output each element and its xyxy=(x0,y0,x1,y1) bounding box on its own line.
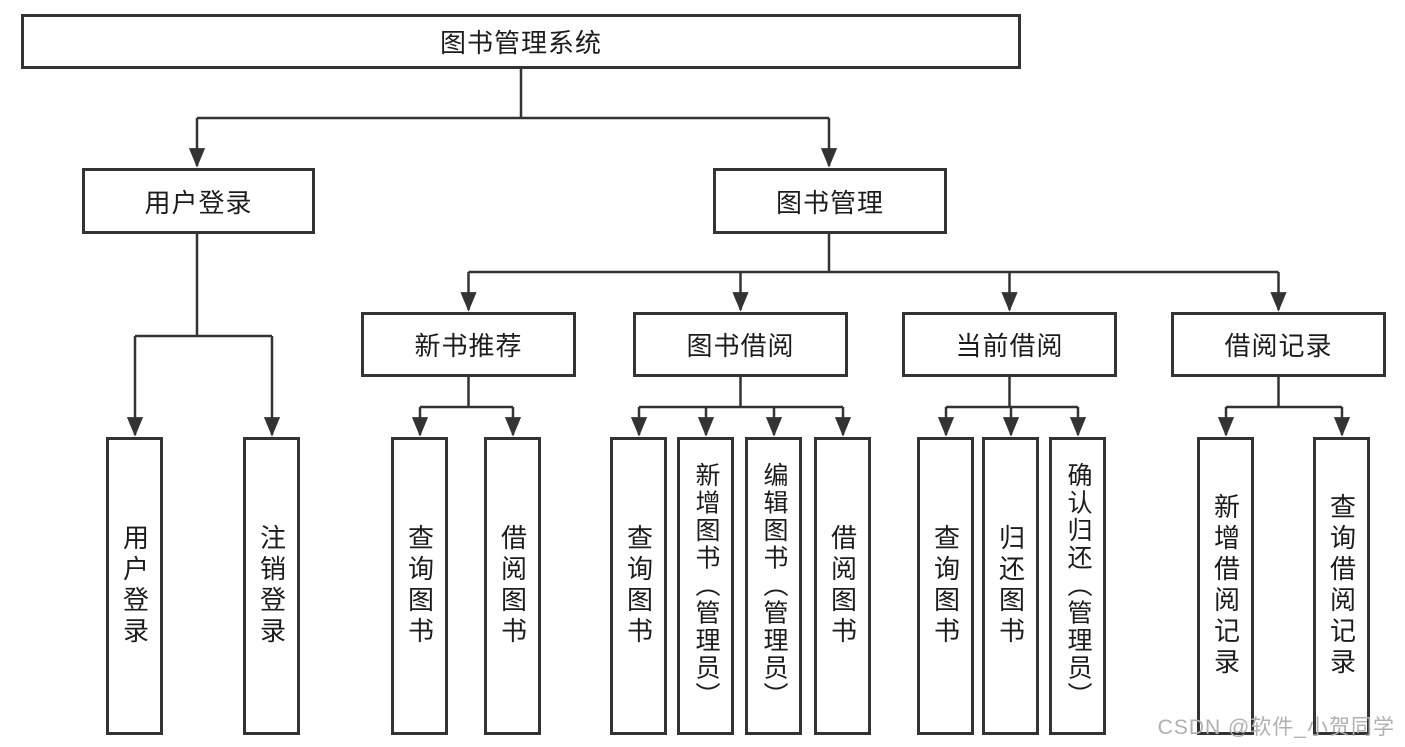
node-current-borrowing: 当前借阅 xyxy=(902,312,1117,377)
leaf-label: 查询图书 xyxy=(404,524,435,648)
leaf-query-books-current: 查询图书 xyxy=(917,437,974,735)
node-label: 图书管理系统 xyxy=(439,28,602,58)
leaf-label: 查询图书 xyxy=(623,524,654,648)
leaf-label: 确认归还（管理员） xyxy=(1064,462,1092,710)
leaf-label: 注销登录 xyxy=(256,524,287,648)
node-label: 用户登录 xyxy=(144,187,253,218)
node-borrowing-records: 借阅记录 xyxy=(1171,312,1386,377)
node-user-login: 用户登录 xyxy=(82,168,315,234)
leaf-borrow-books-recommend: 借阅图书 xyxy=(484,437,541,735)
leaf-borrow-books: 借阅图书 xyxy=(814,437,871,735)
node-library-management-system: 图书管理系统 xyxy=(21,14,1021,69)
leaf-add-borrow-record: 新增借阅记录 xyxy=(1197,437,1254,735)
node-book-management: 图书管理 xyxy=(713,168,947,234)
node-book-borrowing: 图书借阅 xyxy=(633,312,848,377)
node-label: 图书管理 xyxy=(775,187,884,218)
node-label: 图书借阅 xyxy=(686,331,795,361)
node-label: 当前借阅 xyxy=(955,331,1064,361)
leaf-confirm-return-admin: 确认归还（管理员） xyxy=(1049,437,1106,735)
leaf-label: 查询图书 xyxy=(930,524,961,648)
node-new-book-recommendation: 新书推荐 xyxy=(361,312,576,377)
leaf-logout: 注销登录 xyxy=(243,437,300,735)
leaf-label: 编辑图书（管理员） xyxy=(760,462,788,710)
node-label: 借阅记录 xyxy=(1224,331,1333,361)
leaf-query-borrow-record: 查询借阅记录 xyxy=(1313,437,1370,735)
leaf-user-login: 用户登录 xyxy=(106,437,163,735)
leaf-label: 查询借阅记录 xyxy=(1326,493,1357,679)
node-label: 新书推荐 xyxy=(414,331,523,361)
leaf-label: 归还图书 xyxy=(995,524,1026,648)
leaf-edit-book-admin: 编辑图书（管理员） xyxy=(745,437,802,735)
leaf-add-book-admin: 新增图书（管理员） xyxy=(677,437,734,735)
leaf-label: 新增图书（管理员） xyxy=(692,462,720,710)
leaf-label: 借阅图书 xyxy=(497,524,528,648)
connector-elbows xyxy=(135,69,1342,409)
leaf-query-books-recommend: 查询图书 xyxy=(391,437,448,735)
leaf-label: 用户登录 xyxy=(119,524,150,648)
leaf-query-books-borrow: 查询图书 xyxy=(610,437,667,735)
csdn-watermark: CSDN @软件_小贺同学 xyxy=(1157,716,1395,739)
leaf-label: 借阅图书 xyxy=(827,524,858,648)
leaf-return-book: 归还图书 xyxy=(982,437,1039,735)
leaf-label: 新增借阅记录 xyxy=(1210,493,1241,679)
